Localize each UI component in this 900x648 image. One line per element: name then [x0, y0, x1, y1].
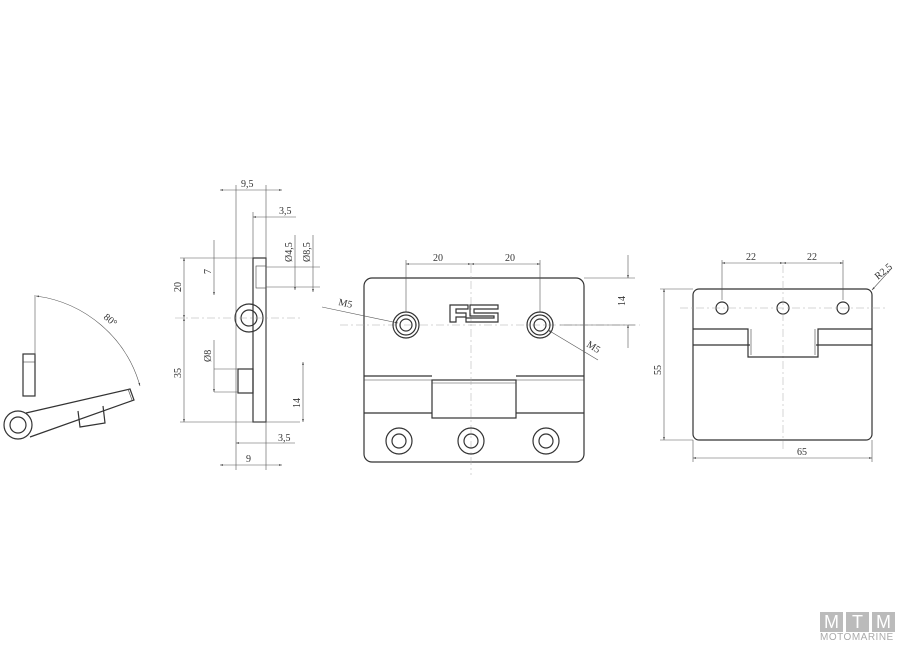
thread-label-left: M5 — [337, 297, 353, 311]
dim-9: 9 — [246, 454, 251, 465]
dim-7: 7 — [203, 269, 214, 274]
watermark-letter: T — [846, 612, 869, 632]
logo-icon — [449, 304, 499, 323]
dim-20-right: 20 — [505, 253, 515, 264]
dim-9-5: 9,5 — [241, 179, 254, 190]
dim-3-5-bottom: 3,5 — [278, 433, 291, 444]
dim-20-left: 20 — [433, 253, 443, 264]
dim-d4-5: Ø4,5 — [284, 242, 295, 262]
dim-55: 55 — [653, 365, 664, 375]
dim-d8-5: Ø8,5 — [302, 242, 313, 262]
dim-22-right: 22 — [807, 252, 817, 263]
watermark-logo: M T M MOTOMARINE — [820, 612, 898, 643]
dim-14: 14 — [617, 296, 628, 306]
open-view: 80° — [3, 295, 141, 440]
side-section-view: 9,5 3,5 Ø4,5 Ø8,5 20 35 7 Ø8 14 3,5 9 — [173, 179, 320, 470]
watermark-letter: M — [820, 612, 843, 632]
angle-label: 80° — [101, 312, 119, 329]
dim-65: 65 — [797, 447, 807, 458]
dim-3-5-top: 3,5 — [279, 206, 292, 217]
rear-view: 22 22 55 65 R2,5 — [653, 252, 895, 462]
dim-d8: Ø8 — [203, 350, 214, 362]
dim-35: 35 — [173, 368, 184, 378]
dim-20: 20 — [173, 282, 184, 292]
dim-14: 14 — [292, 398, 303, 408]
watermark-letter: M — [872, 612, 895, 632]
front-view: 20 20 14 M5 M5 — [321, 253, 640, 475]
dim-22-left: 22 — [746, 252, 756, 263]
radius-label: R2,5 — [873, 262, 895, 283]
watermark-name: MOTOMARINE — [820, 632, 894, 643]
